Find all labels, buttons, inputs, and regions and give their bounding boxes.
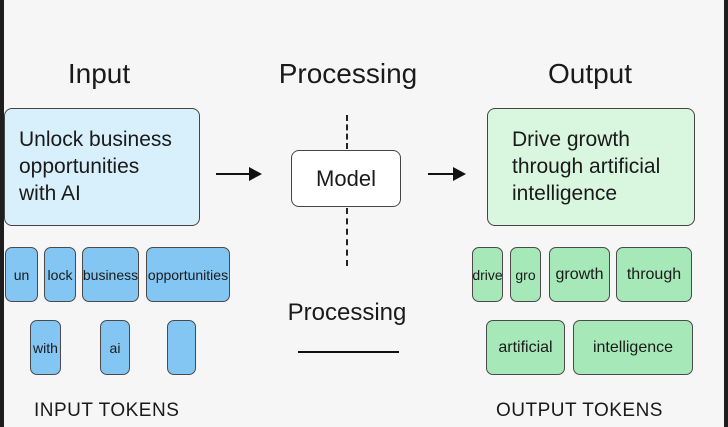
input-token: lock [44, 247, 76, 302]
processing-underline [298, 351, 399, 353]
model-to-output-arrow [428, 167, 466, 181]
output-text-line: Drive growth [512, 128, 630, 151]
output-text-line: intelligence [512, 182, 618, 205]
input-token: un [5, 247, 38, 302]
input-heading: Input [67, 58, 131, 89]
output-text-panel: Drive growth through artificial intellig… [487, 108, 695, 226]
input-to-model-arrow [216, 167, 262, 181]
input-text-panel: Unlock business opportunities with AI [4, 108, 200, 226]
output-heading: Output [547, 58, 633, 89]
input-token: ai [100, 320, 130, 375]
output-token: intelligence [573, 320, 693, 375]
input-text-line: Unlock business [19, 128, 172, 151]
frame-left-edge [0, 0, 4, 427]
input-token: business [82, 247, 139, 302]
output-token: gro [510, 247, 541, 302]
input-tokens-caption: INPUT TOKENS [34, 400, 180, 421]
output-token: drive [472, 247, 503, 302]
processing-label: Processing [287, 299, 407, 326]
frame-right-edge [724, 0, 728, 427]
model-box: Model [291, 150, 401, 207]
output-tokens-caption: OUTPUT TOKENS [496, 400, 663, 421]
output-text-line: through artificial [512, 155, 661, 178]
input-text-line: opportunities [19, 155, 140, 178]
output-token: growth [549, 247, 610, 302]
input-token: opportunities [146, 247, 230, 302]
dashed-divider-bottom [346, 208, 348, 266]
input-token: with [30, 320, 61, 375]
input-token-empty [167, 320, 196, 375]
dashed-divider-top [346, 115, 348, 149]
input-text-line: with AI [19, 182, 81, 205]
output-token: through [616, 247, 692, 302]
processing-heading: Processing [278, 58, 418, 89]
output-token: artificial [486, 320, 565, 375]
